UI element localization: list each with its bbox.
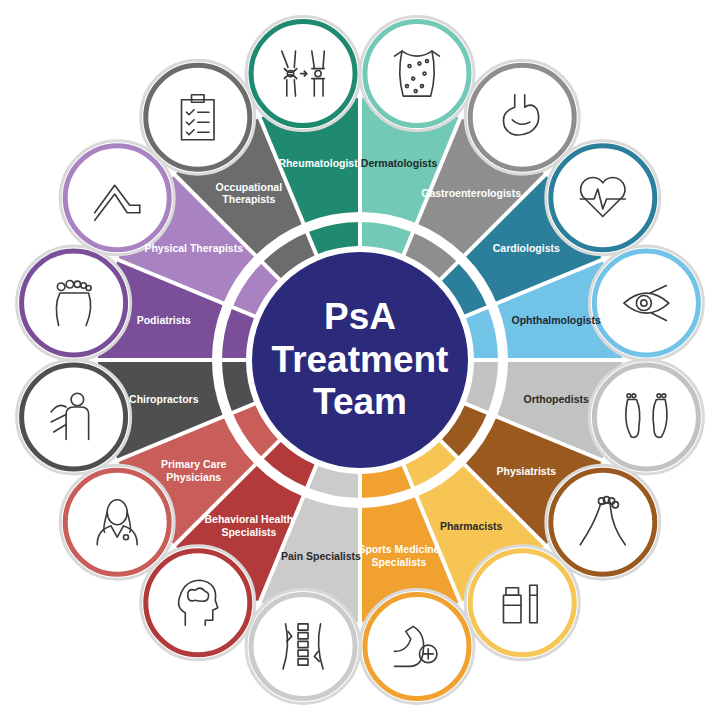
specialist-label: Physiatrists xyxy=(496,465,556,478)
spoke-label-box: Podiatrists xyxy=(134,312,193,329)
icon-badge xyxy=(360,17,474,131)
center-circle: PsA Treatment Team xyxy=(252,252,468,468)
spoke-label-box: Sports Medicine Specialists xyxy=(351,541,447,570)
spoke-label-box: Occupational Therapists xyxy=(197,179,301,208)
icon-badge xyxy=(246,17,360,131)
specialist-label: Physical Therapists xyxy=(144,242,243,255)
specialist-label: Podiatrists xyxy=(136,314,191,327)
specialist-label: Orthopedists xyxy=(523,393,589,406)
spoke-label-box: Pharmacists xyxy=(438,518,505,535)
specialist-label: Dermatologists xyxy=(361,157,438,170)
spoke-label-box: Primary Care Physicians xyxy=(139,456,249,485)
white-ring xyxy=(217,217,503,503)
specialist-label: Ophthalmologists xyxy=(511,314,601,327)
icon-badge xyxy=(246,589,360,703)
icon-badge xyxy=(589,246,703,360)
icon-badge xyxy=(465,546,579,660)
spoke-label-box: Rheumatologists xyxy=(276,155,366,172)
specialist-label: Pain Specialists xyxy=(281,550,361,563)
spoke-label-box: Physical Therapists xyxy=(142,240,245,257)
spoke-label-box: Orthopedists xyxy=(521,391,591,408)
spoke-label-box: Pain Specialists xyxy=(279,548,363,565)
specialist-label: Primary Care Physicians xyxy=(141,458,247,483)
specialist-label: Cardiologists xyxy=(492,242,560,255)
specialist-label: Occupational Therapists xyxy=(199,181,299,206)
icon-badge xyxy=(360,589,474,703)
icon-badge xyxy=(141,60,255,174)
icon-badge xyxy=(546,141,660,255)
spoke-label-box: Ophthalmologists xyxy=(509,312,603,329)
spoke-label-box: Dermatologists xyxy=(359,155,440,172)
spoke-label-box: Behavioral Health Specialists xyxy=(197,511,301,540)
specialist-label: Sports Medicine Specialists xyxy=(353,543,445,568)
center-title: PsA Treatment Team xyxy=(265,296,455,424)
spoke-label-box: Cardiologists xyxy=(490,240,562,257)
spoke-label-box: Gastroenterologists xyxy=(419,185,523,202)
spoke-label-box: Chiropractors xyxy=(127,391,201,408)
specialist-label: Gastroenterologists xyxy=(421,187,521,200)
specialist-label: Chiropractors xyxy=(129,393,199,406)
icon-badge xyxy=(589,360,703,474)
icon-badge xyxy=(17,246,131,360)
specialist-label: Rheumatologists xyxy=(278,157,364,170)
spoke-label-box: Physiatrists xyxy=(494,463,558,480)
icon-badge xyxy=(17,360,131,474)
specialist-label: Pharmacists xyxy=(440,520,503,533)
specialist-label: Behavioral Health Specialists xyxy=(199,513,299,538)
icon-badge xyxy=(60,465,174,579)
